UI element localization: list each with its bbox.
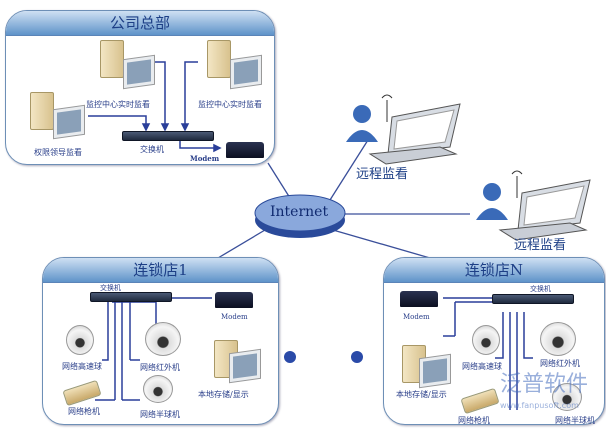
monitor-center-label-1: 监控中心实时监看 <box>86 100 150 109</box>
store1-bullet-label: 网络枪机 <box>68 407 100 416</box>
storeN-bullet-label: 网络枪机 <box>458 416 490 425</box>
storeN-storage-label: 本地存储/显示 <box>396 390 447 399</box>
speed-dome-camera-icon <box>472 325 500 355</box>
monitor-icon <box>230 349 260 383</box>
store1-ir-camera-label: 网络红外机 <box>140 363 180 372</box>
hq-title: 公司总部 <box>6 11 274 36</box>
half-dome-camera-icon <box>552 383 582 411</box>
hq-switch-label: 交换机 <box>140 145 164 154</box>
hq-modem-label: Modem <box>190 154 220 163</box>
storeN-title: 连锁店N <box>384 258 604 283</box>
switch-icon <box>90 292 172 302</box>
store1-switch-label: 交换机 <box>100 284 121 292</box>
remote-laptop-1-icon <box>346 94 461 165</box>
modem-icon <box>400 291 438 307</box>
half-dome-camera-icon <box>143 375 173 403</box>
monitor-icon <box>54 105 84 139</box>
leader-label: 权限领导监看 <box>34 148 82 157</box>
ellipsis-dot <box>351 351 363 363</box>
speed-dome-camera-icon <box>66 325 94 355</box>
pc-tower-icon <box>30 92 54 130</box>
monitor-icon <box>231 55 261 89</box>
watermark-brand: 泛普软件 <box>500 372 589 397</box>
internet-label: Internet <box>270 204 329 220</box>
hq-panel: 公司总部 <box>5 10 275 165</box>
monitor-icon <box>420 354 450 388</box>
storeN-switch-label: 交换机 <box>530 285 551 293</box>
store1-modem-label: Modem <box>221 313 248 321</box>
storeN-half-dome-label: 网络半球机 <box>555 416 595 425</box>
remote-label-2: 远程监看 <box>514 238 567 253</box>
storeN-arrows <box>443 297 533 410</box>
storeN-ir-camera-label: 网络红外机 <box>540 359 580 368</box>
remote-label-1: 远程监看 <box>356 167 409 182</box>
switch-icon <box>122 131 214 141</box>
internet-cloud-icon <box>254 194 346 238</box>
monitor-icon <box>124 55 154 89</box>
store1-half-dome-label: 网络半球机 <box>140 410 180 419</box>
modem-icon <box>226 142 264 158</box>
store1-storage-label: 本地存储/显示 <box>198 390 249 399</box>
ir-camera-icon <box>145 322 181 356</box>
pc-tower-icon <box>100 40 124 78</box>
pc-tower-icon <box>207 40 231 78</box>
monitor-center-label-2: 监控中心实时监看 <box>198 100 262 109</box>
storeN-speed-dome-label: 网络高速球 <box>462 362 502 371</box>
storeN-modem-label: Modem <box>403 313 430 321</box>
remote-laptop-2-icon <box>476 170 591 241</box>
hq-arrows <box>88 61 222 153</box>
ellipsis-dot <box>284 351 296 363</box>
ir-camera-icon <box>540 322 576 356</box>
watermark-url: www.fanpusoft.com <box>500 401 579 410</box>
switch-icon <box>492 294 574 304</box>
store1-title: 连锁店1 <box>43 258 278 283</box>
modem-icon <box>215 292 253 308</box>
store1-speed-dome-label: 网络高速球 <box>62 362 102 371</box>
